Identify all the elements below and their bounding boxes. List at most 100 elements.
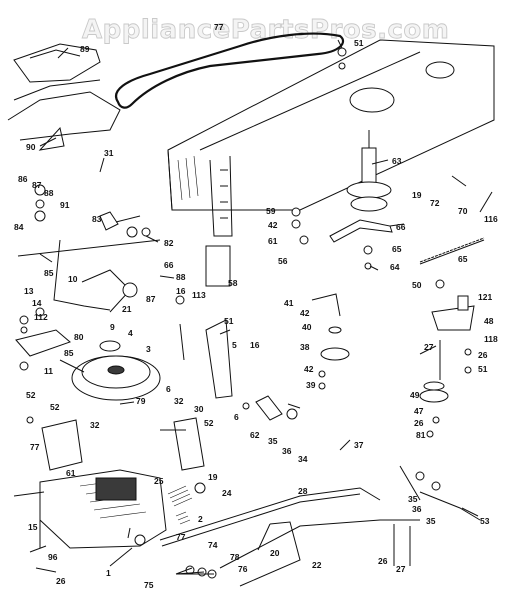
- small-hardware: [19, 47, 472, 438]
- label-19-lower: 19: [208, 472, 218, 482]
- label-26-right: 26: [478, 350, 488, 360]
- bracket-58: [205, 245, 231, 287]
- label-51-mid: 51: [224, 316, 234, 326]
- label-36-mid: 36: [282, 446, 292, 456]
- label-40: 40: [302, 322, 312, 332]
- label-70: 70: [458, 206, 468, 216]
- label-77-bottom: 77: [176, 532, 186, 542]
- label-91: 91: [60, 200, 70, 210]
- label-21: 21: [122, 304, 132, 314]
- label-59: 59: [266, 206, 276, 216]
- label-22: 22: [312, 560, 322, 570]
- pulley-stack: [346, 130, 392, 212]
- label-19-top: 19: [412, 190, 422, 200]
- brake-plate: [15, 329, 71, 371]
- drive-rods: [159, 465, 481, 587]
- label-35-mid: 35: [268, 436, 278, 446]
- label-26-mid: 26: [414, 418, 424, 428]
- label-77-top: 77: [214, 22, 224, 32]
- label-27-mid: 27: [424, 342, 434, 352]
- label-90: 90: [26, 142, 36, 152]
- label-42-upper: 42: [268, 220, 278, 230]
- label-53: 53: [480, 516, 490, 526]
- mount-bracket-52: [41, 419, 83, 471]
- part-number-labels: 89 77 51 90 31 6 3 86 87 88 91 19 72 83 8…: [14, 22, 498, 590]
- label-61-upper: 61: [268, 236, 278, 246]
- label-5: 5: [232, 340, 237, 350]
- label-42-mid: 42: [300, 308, 310, 318]
- transaxle: [13, 469, 167, 549]
- label-4: 4: [128, 328, 133, 338]
- left-linkage: [17, 210, 161, 317]
- label-26-bottom-left: 26: [56, 576, 66, 586]
- label-85-lower: 85: [64, 348, 74, 358]
- label-6-left: 6: [166, 384, 171, 394]
- label-34: 34: [298, 454, 308, 464]
- label-51-top: 51: [354, 38, 364, 48]
- label-51-right: 51: [478, 364, 488, 374]
- label-85-upper: 85: [44, 268, 54, 278]
- roller-62: [255, 395, 298, 421]
- label-80: 80: [74, 332, 84, 342]
- label-32-mid: 32: [174, 396, 184, 406]
- label-116: 116: [484, 214, 498, 224]
- label-65-spring: 65: [458, 254, 468, 264]
- mid-pulleys: [311, 293, 350, 361]
- label-88-right: 88: [176, 272, 186, 282]
- label-52-upper: 52: [26, 390, 36, 400]
- label-83: 83: [92, 214, 102, 224]
- drive-belt: [115, 32, 345, 109]
- label-28: 28: [298, 486, 308, 496]
- label-86: 86: [18, 174, 28, 184]
- label-82: 82: [164, 238, 174, 248]
- label-88-left: 88: [44, 188, 54, 198]
- label-66-left: 66: [164, 260, 174, 270]
- label-121: 121: [478, 292, 492, 302]
- label-14: 14: [32, 298, 42, 308]
- label-52-lower: 52: [50, 402, 60, 412]
- label-62: 62: [250, 430, 260, 440]
- label-75: 75: [144, 580, 154, 590]
- label-89: 89: [80, 44, 90, 54]
- label-76: 76: [238, 564, 248, 574]
- label-27-bottom: 27: [396, 564, 406, 574]
- label-25: 25: [154, 476, 164, 486]
- label-61-lower: 61: [66, 468, 76, 478]
- hood-assembly: [7, 43, 121, 151]
- label-64: 64: [390, 262, 400, 272]
- label-47: 47: [414, 406, 424, 416]
- label-10: 10: [68, 274, 78, 284]
- label-6-right: 6: [234, 412, 239, 422]
- label-65-upper: 65: [392, 244, 402, 254]
- leader-lines: [39, 39, 493, 575]
- label-31: 31: [104, 148, 114, 158]
- label-52-mid: 52: [204, 418, 214, 428]
- label-84: 84: [14, 222, 24, 232]
- label-35-lower: 35: [426, 516, 436, 526]
- label-74: 74: [208, 540, 218, 550]
- label-20: 20: [270, 548, 280, 558]
- label-72: 72: [430, 198, 440, 208]
- label-48: 48: [484, 316, 494, 326]
- label-24: 24: [222, 488, 232, 498]
- label-3: 3: [146, 344, 151, 354]
- label-56: 56: [278, 256, 288, 266]
- label-11: 11: [44, 366, 53, 376]
- label-39: 39: [306, 380, 316, 390]
- label-16-upper: 16: [176, 286, 186, 296]
- label-78: 78: [230, 552, 240, 562]
- label-87-left: 87: [32, 180, 42, 190]
- label-15: 15: [28, 522, 38, 532]
- label-37: 37: [354, 440, 364, 450]
- label-81: 81: [416, 430, 426, 440]
- label-41: 41: [284, 298, 294, 308]
- label-42-lower: 42: [304, 364, 314, 374]
- label-50: 50: [412, 280, 422, 290]
- label-38: 38: [300, 342, 310, 352]
- clutch-spring: [167, 482, 206, 525]
- label-79: 79: [136, 396, 146, 406]
- shift-lever: [179, 319, 233, 399]
- mount-bracket-30: [160, 417, 205, 471]
